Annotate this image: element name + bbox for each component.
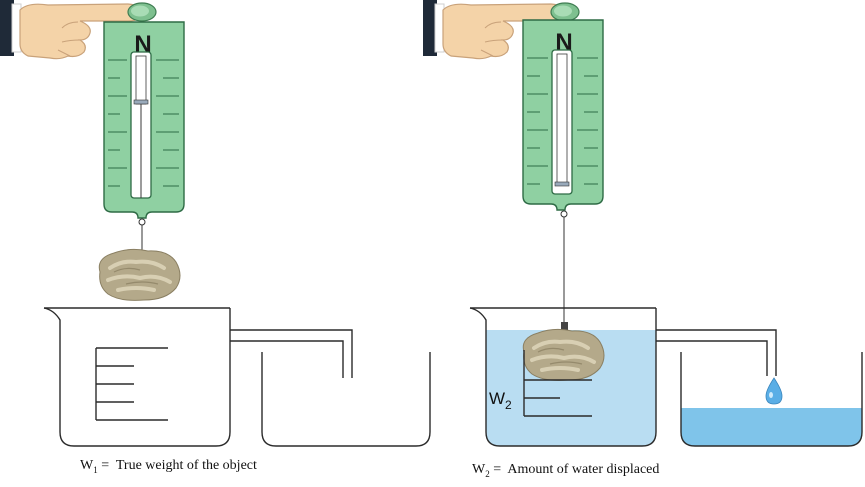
- beaker-left: [43, 307, 431, 447]
- right-setup: N: [422, 0, 863, 447]
- level-label: W2: [489, 389, 512, 412]
- caption-right: W2 = Amount of water displaced: [472, 462, 660, 479]
- scale-unit-label: N: [555, 29, 572, 56]
- stone-icon: [521, 327, 606, 383]
- beaker-right: [469, 307, 863, 447]
- scale-unit-label: N: [134, 31, 151, 58]
- water-drop-icon: [765, 377, 783, 405]
- left-setup: N: [0, 0, 431, 447]
- spring-scale-right: N: [522, 19, 604, 330]
- displaced-water: [681, 408, 862, 446]
- spring-scale-left: N: [103, 21, 185, 250]
- caption-left: W1 = True weight of the object: [80, 458, 257, 475]
- stone-icon: [97, 247, 182, 303]
